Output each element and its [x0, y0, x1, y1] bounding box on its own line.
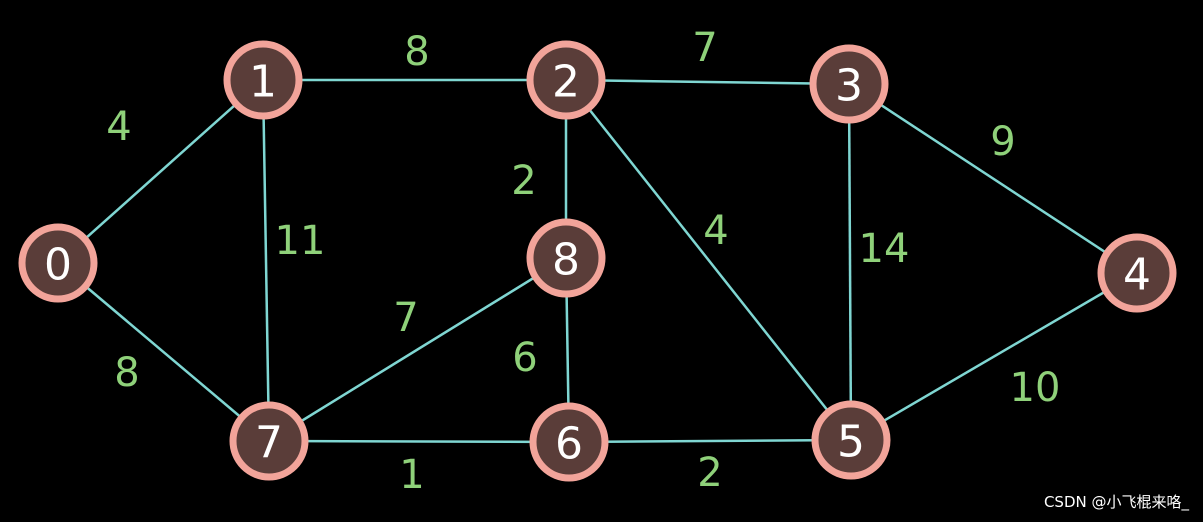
edge-2-5	[565, 79, 852, 441]
edge-4-5	[850, 271, 1138, 442]
node-1: 1	[223, 40, 303, 120]
edge-0-7	[57, 262, 270, 442]
node-6: 6	[529, 402, 609, 482]
node-7: 7	[229, 401, 309, 481]
node-circle-5	[811, 400, 891, 480]
node-8: 8	[526, 218, 606, 298]
edge-3-5	[847, 83, 853, 441]
nodes-layer: 0 1 2 3 4 5 6 7 8	[18, 40, 1177, 482]
edge-6-7	[268, 439, 570, 444]
weights-layer: 4 8 8 11 7 2 4 9 14 10 2 1 6 7	[106, 25, 1060, 498]
edge-weight-1-2: 8	[404, 29, 429, 75]
node-label-5: 5	[837, 417, 865, 468]
edge-weight-7-8: 7	[393, 295, 418, 341]
edge-weight-2-8: 2	[511, 158, 536, 204]
node-label-0: 0	[44, 240, 72, 291]
node-label-8: 8	[552, 235, 580, 286]
edge-weight-5-6: 2	[697, 450, 722, 496]
node-2: 2	[526, 40, 606, 120]
node-circle-4	[1097, 233, 1177, 313]
node-circle-0	[18, 223, 98, 303]
edge-2-3	[565, 78, 850, 86]
node-circle-2	[526, 40, 606, 120]
node-circle-1	[223, 40, 303, 120]
node-5: 5	[811, 400, 891, 480]
edge-weight-3-4: 9	[990, 119, 1015, 165]
edge-3-4	[848, 82, 1138, 275]
edge-weight-4-5: 10	[1010, 365, 1061, 411]
node-label-2: 2	[552, 57, 580, 108]
edge-5-6	[568, 438, 852, 444]
edge-weight-6-8: 6	[512, 335, 537, 381]
edge-weight-1-7: 11	[275, 218, 326, 264]
node-label-6: 6	[555, 419, 583, 470]
node-label-3: 3	[835, 61, 863, 112]
edge-weight-0-7: 8	[114, 350, 139, 396]
edge-weight-3-5: 14	[859, 226, 910, 272]
node-label-7: 7	[255, 418, 283, 469]
edge-weight-2-5: 4	[703, 208, 728, 254]
node-label-4: 4	[1123, 250, 1151, 301]
node-label-1: 1	[249, 57, 277, 108]
edge-weight-0-1: 4	[106, 104, 131, 150]
node-circle-7	[229, 401, 309, 481]
edge-7-8	[268, 256, 567, 443]
edge-weight-6-7: 1	[399, 452, 424, 498]
watermark: CSDN @小飞棍来咯_	[1043, 493, 1189, 511]
node-3: 3	[809, 44, 889, 124]
node-0: 0	[18, 223, 98, 303]
node-4: 4	[1097, 233, 1177, 313]
edge-0-1	[57, 79, 264, 264]
node-circle-6	[529, 402, 609, 482]
node-circle-8	[526, 218, 606, 298]
node-circle-3	[809, 44, 889, 124]
edge-1-7	[261, 79, 271, 442]
edge-weight-2-3: 7	[692, 25, 717, 71]
